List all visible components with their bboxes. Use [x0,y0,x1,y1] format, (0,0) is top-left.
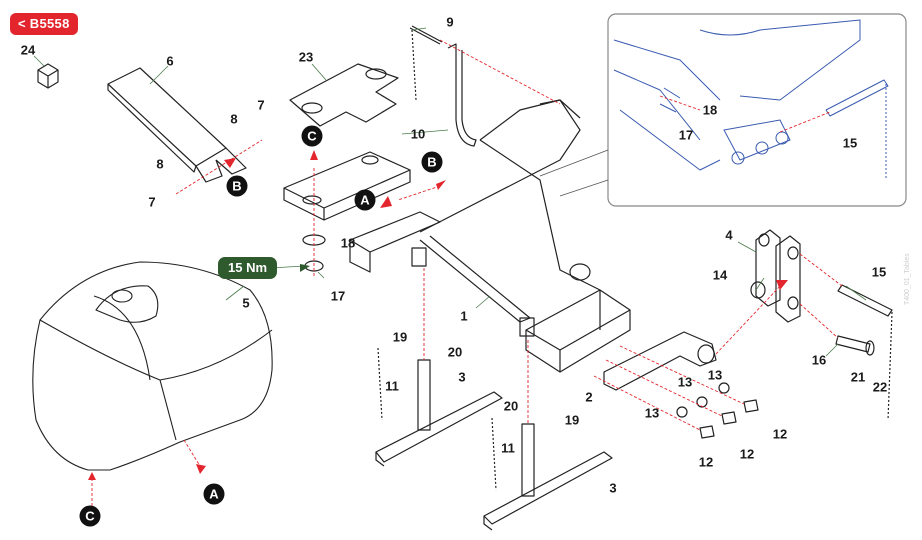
assembly-line [715,283,783,355]
leader-line [411,27,427,31]
callout-b[interactable]: B [421,151,443,173]
arrow-head [380,196,392,208]
arrow-head [88,472,96,480]
part-label-2[interactable]: 2 [585,389,593,405]
part-label-21[interactable]: 21 [850,369,866,385]
part-label-3[interactable]: 3 [458,369,466,385]
part-label-1[interactable]: 1 [460,308,468,324]
callout-a[interactable]: A [354,189,376,211]
arrow-head [196,464,206,474]
assembly-line [605,359,723,417]
callout-a[interactable]: A [203,483,225,505]
part-label-12[interactable]: 12 [739,446,755,462]
part-label-10[interactable]: 10 [410,126,426,142]
part-label-7[interactable]: 7 [148,194,156,210]
part-label-8[interactable]: 8 [156,156,164,172]
part-label-22[interactable]: 22 [872,379,888,395]
part-16-pin [835,335,875,356]
inset-part-label-15[interactable]: 15 [842,135,858,151]
leader-line [317,271,325,279]
arrow-head [776,280,788,290]
part-label-13[interactable]: 13 [644,405,660,421]
part-12-bolts [699,399,759,439]
assembly-line [439,39,561,105]
part-label-24[interactable]: 24 [20,42,36,58]
assembly-line [779,111,831,133]
part-label-19[interactable]: 19 [392,329,408,345]
part-15-pin [837,284,893,421]
part-label-7[interactable]: 7 [257,97,265,113]
inset-part-label-18[interactable]: 18 [702,102,718,118]
part-label-13[interactable]: 13 [707,367,723,383]
part-label-16[interactable]: 16 [811,352,827,368]
leader-line [475,295,491,309]
part-3-stand-right [483,423,613,531]
assembly-line [183,439,201,467]
part-13-washers [676,382,730,418]
leader-line [149,65,169,85]
part-label-11[interactable]: 11 [501,440,515,456]
part-9-pin [409,25,443,101]
part-label-20[interactable]: 20 [503,398,519,414]
callout-c[interactable]: C [79,505,101,527]
part-label-5[interactable]: 5 [242,295,250,311]
part-23-plate [289,63,399,127]
leader-line [401,129,449,135]
arrow-head [224,158,236,168]
part-11-chain-left [377,347,383,421]
callout-b[interactable]: B [226,175,248,197]
detail-inset-drawing [613,19,889,180]
assembly-line [799,253,843,287]
part-label-19[interactable]: 19 [564,412,580,428]
callout-c[interactable]: C [301,125,323,147]
arrow-head [310,150,318,160]
part-label-4[interactable]: 4 [725,227,733,243]
part-label-11[interactable]: 11 [385,378,399,394]
part-label-9[interactable]: 9 [446,14,454,30]
leader-line [737,241,757,253]
part-2-arm [603,331,717,391]
part-label-15[interactable]: 15 [871,264,887,280]
part-label-12[interactable]: 12 [698,454,714,470]
leader-line [311,63,327,81]
part-label-3[interactable]: 3 [609,480,617,496]
part-14-bushing [750,281,766,299]
leader-line [845,285,867,301]
drawing-id-watermark: T400_01_Tables [904,253,911,305]
leader-line [225,285,245,301]
part-1-frame [283,99,631,373]
part-label-6[interactable]: 6 [166,53,174,69]
part-label-8[interactable]: 8 [230,111,238,127]
part-24-cube [37,63,59,89]
part-10-hook [447,43,477,147]
part-label-12[interactable]: 12 [772,426,788,442]
part-label-14[interactable]: 14 [712,267,728,283]
inset-part-label-17[interactable]: 17 [678,127,694,143]
back-to-b5558-button[interactable]: < B5558 [10,13,78,35]
part-11-chain-right [491,417,497,491]
part-label-17[interactable]: 17 [330,288,346,304]
part-label-20[interactable]: 20 [447,344,463,360]
part-6-bracket [107,67,247,183]
part-4-links [755,229,801,323]
part-label-23[interactable]: 23 [298,49,314,65]
part-label-18[interactable]: 18 [340,235,356,251]
assembly-line [397,185,441,201]
assembly-line [175,139,263,195]
leader-line [33,55,45,67]
leader-line [755,277,765,291]
part-label-13[interactable]: 13 [677,374,693,390]
detail-inset-frame [607,13,907,207]
part-3-stand-left [375,359,503,467]
assembly-line [799,303,839,339]
assembly-line [619,345,745,405]
leader-line [825,343,839,357]
torque-badge: 15 Nm [218,257,278,279]
arrow-head [436,180,446,190]
part-5-tank [32,261,273,471]
assembly-line [659,95,701,111]
